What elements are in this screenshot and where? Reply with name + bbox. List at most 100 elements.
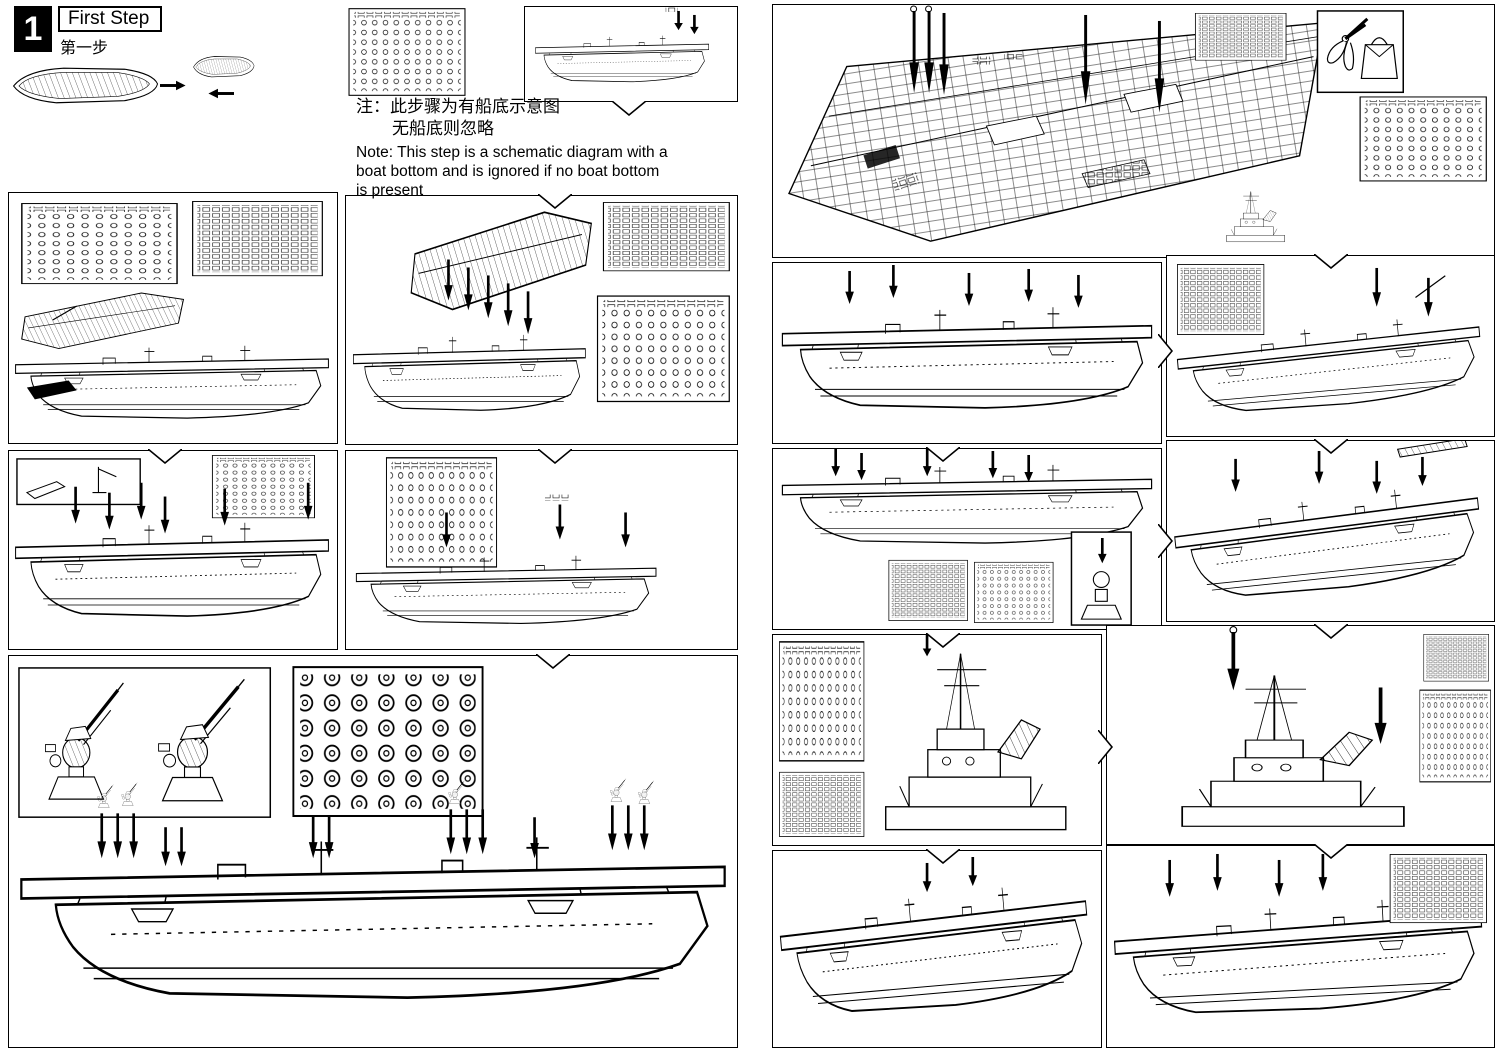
parts-sheet (778, 641, 865, 762)
panel-deck-fittings-2 (345, 450, 738, 650)
ship-side-view (352, 334, 586, 411)
hull-bottom-piece (193, 56, 255, 78)
down-arrow-icon (1372, 267, 1382, 307)
down-arrow-icon (674, 10, 683, 31)
tiny-gun (609, 778, 627, 802)
parts-sheet (21, 202, 178, 285)
panel-pointer-notch (536, 654, 570, 669)
pedestal-part (1092, 571, 1110, 589)
deck-structure (891, 171, 920, 192)
photoetch-sheet (192, 200, 323, 277)
panel-guns-install (8, 655, 738, 1048)
deck-structure (863, 144, 900, 169)
down-arrow-icon (1424, 277, 1433, 317)
photoetch-sheet (779, 771, 865, 837)
superstructure-drawing (1226, 191, 1285, 243)
ship-side-view (535, 35, 710, 83)
panel-deck-install (345, 195, 738, 445)
deck-structure (1081, 159, 1151, 189)
panel-pointer-notch (148, 449, 182, 464)
parts-sheet (1419, 689, 1492, 783)
panel-pointer-notch (1158, 334, 1173, 368)
parts-sheet (974, 561, 1054, 623)
deck-structure (1004, 52, 1023, 61)
crane-arm (52, 305, 77, 321)
down-arrow-icon (97, 813, 107, 859)
down-arrow-icon (160, 496, 170, 534)
down-arrow-icon (889, 264, 898, 299)
small-part (25, 481, 66, 500)
down-arrow-icon (523, 291, 533, 335)
down-arrow-icon (129, 813, 138, 859)
down-arrow-icon (968, 856, 978, 887)
parts-sheet (348, 8, 466, 96)
panel-hull-step-b (1166, 255, 1495, 437)
ship-side-view (781, 306, 1153, 409)
step-title-en: First Step (68, 8, 150, 29)
davit-part (92, 466, 117, 494)
hull-top-view (13, 67, 159, 104)
down-arrow-icon (308, 815, 318, 859)
down-arrow-icon (324, 815, 334, 859)
down-arrow-icon (1024, 454, 1033, 483)
panel-deck-overview (524, 6, 738, 102)
flight-deck-piece (21, 292, 184, 350)
down-arrow-icon (621, 512, 630, 548)
ship-side-view (19, 835, 727, 999)
down-arrow-icon (530, 817, 539, 859)
elevator-opening (985, 115, 1045, 146)
down-arrow-icon (1318, 853, 1328, 891)
down-arrow-icon (964, 272, 974, 306)
down-arrow-icon (639, 805, 649, 851)
down-arrow-icon (177, 827, 186, 867)
panel-deck-parts (8, 192, 338, 444)
note-zh-line2: 无船底则忽略 (392, 119, 494, 139)
down-arrow-icon (113, 813, 123, 859)
flight-deck-perspective (788, 22, 1325, 242)
panel-pointer-notch (538, 194, 572, 209)
panel-pointer-notch (1314, 624, 1348, 639)
parts-sheet (1359, 96, 1487, 182)
photoetch-sheet (888, 559, 968, 621)
superstructure-drawing (1181, 674, 1405, 828)
parts-sheet (211, 454, 316, 519)
panel-pointer-notch (1314, 254, 1348, 269)
panel-superstructure-parts (772, 634, 1102, 846)
note-en: Note: This step is a schematic diagram w… (356, 143, 668, 200)
panel-pointer-notch (612, 101, 646, 116)
panel-pointer-notch (926, 849, 960, 864)
panel-hull-final (1106, 845, 1495, 1048)
panel-hull-quarter-view (772, 850, 1102, 1048)
panel-pointer-notch (1158, 524, 1173, 558)
photoetch-sheet (602, 201, 730, 272)
down-arrow-icon (1024, 268, 1033, 302)
panel-pointer-notch (926, 447, 960, 462)
panel-hull-step-a (772, 262, 1162, 444)
down-arrow-icon (555, 504, 565, 540)
parts-sheet (596, 295, 730, 403)
right-arrow-icon (160, 80, 186, 91)
panel-pointer-notch (1314, 439, 1348, 454)
photoetch-sheet (1177, 264, 1265, 336)
ship-side-view (776, 879, 1095, 1021)
ship-side-view (14, 521, 330, 617)
hull-halves-diagram (13, 56, 255, 104)
down-arrow-icon (988, 450, 998, 479)
crane-arm (1415, 275, 1446, 299)
down-arrow-icon (1374, 687, 1387, 744)
down-arrow-icon (1314, 450, 1324, 484)
left-arrow-icon (208, 88, 234, 99)
step-title-box: First Step (58, 6, 162, 32)
long-part (1396, 441, 1468, 458)
small-part (544, 494, 569, 501)
panel-pointer-notch (1098, 730, 1113, 764)
note-block: 注：此步骤为有船底示意图 无船底则忽略 Note: This step is a… (356, 96, 668, 201)
panel-deck-fittings (8, 450, 338, 650)
photoetch-sheet (1423, 633, 1489, 682)
down-arrow-icon (1231, 458, 1240, 492)
superstructure-drawing (884, 652, 1067, 831)
step-number: 1 (23, 9, 43, 48)
small-part (665, 7, 678, 12)
panel-hull-step-c (772, 448, 1162, 630)
